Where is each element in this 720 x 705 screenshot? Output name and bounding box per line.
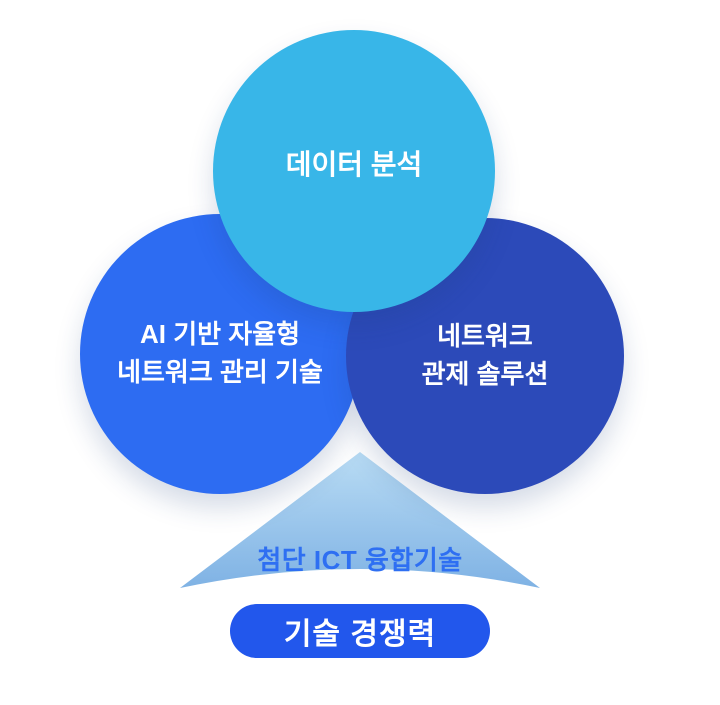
tech-competitiveness-badge-label: 기술 경쟁력	[283, 618, 437, 651]
tech-competitiveness-badge: 기술 경쟁력	[230, 604, 490, 658]
circle-ai-network-label: AI 기반 자율형 네트워크 관리 기술	[117, 316, 323, 391]
circle-network-control-label-line1: 네트워크	[437, 321, 533, 352]
circle-data-analysis: 데이터 분석	[213, 30, 495, 312]
circle-ai-network-label-line2: 네트워크 관리 기술	[117, 357, 323, 387]
circle-network-control-label: 네트워크 관제 솔루션	[422, 318, 549, 393]
circle-data-analysis-label: 데이터 분석	[285, 148, 423, 180]
arrow-caption: 첨단 ICT 융합기술	[257, 545, 463, 575]
growth-arrow	[178, 450, 542, 590]
circle-network-control-label-line2: 관제 솔루션	[421, 359, 549, 389]
circle-ai-network-label-line1: AI 기반 자율형	[139, 319, 301, 350]
up-arrow-icon	[180, 452, 540, 588]
